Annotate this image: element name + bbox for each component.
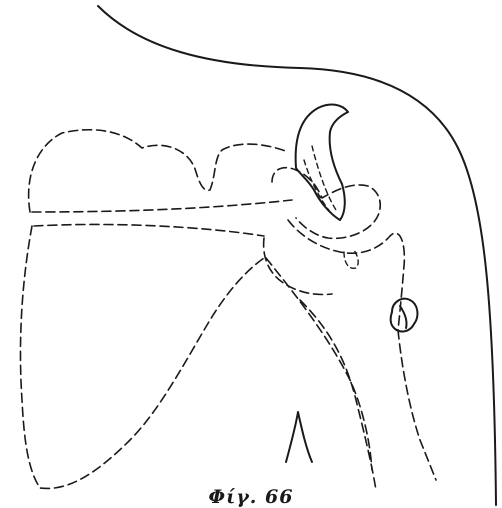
scapula-body-outline [20,224,264,488]
coracoid-process [296,105,348,220]
humerus-shaft-lateral [398,330,436,480]
scapula-spine-outline [29,130,292,212]
axillary-fold-lines [286,412,312,462]
scapula-lateral-border [266,258,372,470]
humeral-head-outline [288,220,404,330]
acromion-outline [272,168,380,239]
body-contour [98,6,496,505]
nodule-detail [391,299,418,332]
figure-caption: Φίγ. 66 [0,486,502,508]
